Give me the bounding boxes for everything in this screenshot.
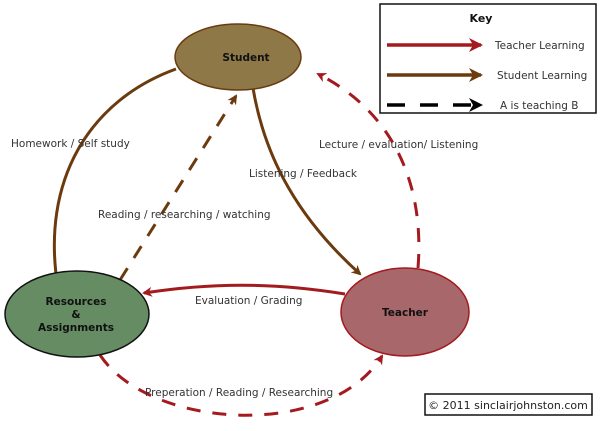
edge-listening-arrow [251,87,362,276]
edge-label-listening: Listening / Feedback [249,168,358,180]
copyright-box: © 2011 sinclairjohnston.com [424,393,593,416]
edge-label-preperation: Preperation / Reading / Researching [145,387,333,399]
edge-homework-arrow [51,67,177,290]
node-teacher-label: Teacher [382,307,429,319]
edge-label-lecture: Lecture / evaluation/ Listening [319,139,478,151]
edge-evaluation-arrow [142,283,346,297]
edge-lecture-arrow [316,72,421,269]
legend-label-student-learning: Student Learning [497,70,587,82]
copyright-text: © 2011 sinclairjohnston.com [428,399,588,412]
node-resources-label-line2: & [71,309,80,321]
node-student: Student [174,23,302,91]
legend: Key Teacher Learning Student Learning A … [379,3,597,114]
node-teacher: Teacher [340,267,470,357]
node-resources-label-line1: Resources [46,296,107,308]
edge-label-reading: Reading / researching / watching [98,209,271,221]
edge-label-homework: Homework / Self study [11,138,130,150]
edge-reading-arrow [118,94,238,281]
legend-label-teaching: A is teaching B [500,100,578,112]
legend-label-teacher-learning: Teacher Learning [494,40,585,52]
node-resources: Resources & Assignments [4,270,150,358]
node-resources-label-line3: Assignments [38,322,114,334]
node-student-label: Student [222,52,269,64]
edge-preperation-arrow [98,354,384,417]
edge-label-evaluation: Evaluation / Grading [195,295,302,307]
legend-title: Key [470,12,493,25]
